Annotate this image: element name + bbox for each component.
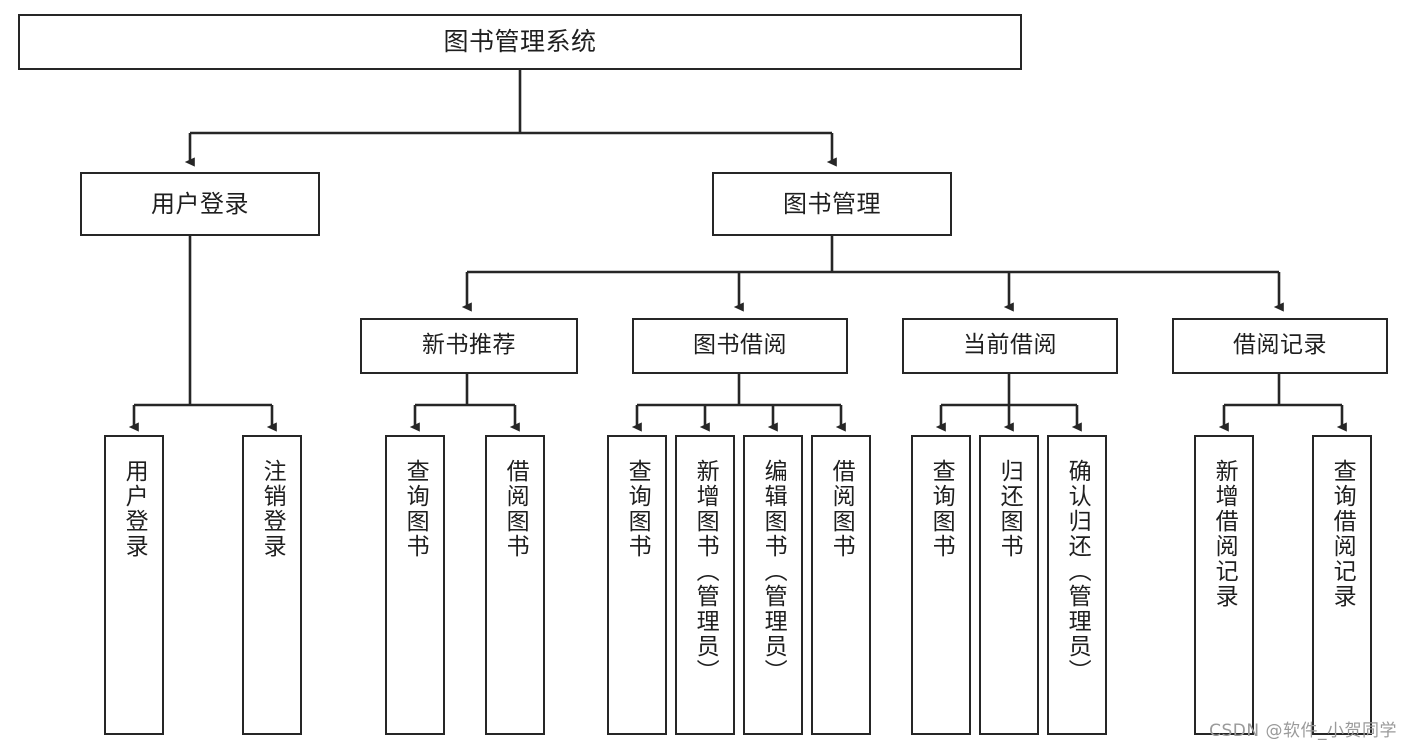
leaf-current-borrow-confirm-return-admin[interactable]: 确认归还（管理员）	[1047, 435, 1107, 735]
leaf-borrow-record-add-record[interactable]: 新增借阅记录	[1194, 435, 1254, 735]
node-label: 借阅图书	[828, 459, 855, 559]
node-label: 注销登录	[259, 459, 286, 559]
leaf-book-borrow-query-book[interactable]: 查询图书	[607, 435, 667, 735]
node-user-login[interactable]: 用户登录	[80, 172, 320, 236]
node-label: 新增图书（管理员）	[692, 459, 719, 684]
node-book-management-system[interactable]: 图书管理系统	[18, 14, 1022, 70]
leaf-book-borrow-add-book-admin[interactable]: 新增图书（管理员）	[675, 435, 735, 735]
node-label: 查询借阅记录	[1329, 459, 1356, 609]
node-label: 图书管理系统	[443, 27, 597, 56]
node-label: 查询图书	[928, 459, 955, 559]
node-current-borrow[interactable]: 当前借阅	[902, 318, 1118, 374]
node-label: 图书借阅	[693, 332, 787, 359]
node-borrow-record[interactable]: 借阅记录	[1172, 318, 1388, 374]
leaf-book-borrow-borrow-book[interactable]: 借阅图书	[811, 435, 871, 735]
leaf-current-borrow-query-book[interactable]: 查询图书	[911, 435, 971, 735]
node-label: 确认归还（管理员）	[1064, 459, 1091, 684]
leaf-user-login-login[interactable]: 用户登录	[104, 435, 164, 735]
node-label: 借阅记录	[1233, 332, 1327, 359]
node-label: 新增借阅记录	[1211, 459, 1238, 609]
node-book-borrow[interactable]: 图书借阅	[632, 318, 848, 374]
node-label: 查询图书	[624, 459, 651, 559]
node-label: 图书管理	[783, 189, 881, 218]
node-label: 借阅图书	[502, 459, 529, 559]
leaf-new-book-borrow-book[interactable]: 借阅图书	[485, 435, 545, 735]
leaf-book-borrow-edit-book-admin[interactable]: 编辑图书（管理员）	[743, 435, 803, 735]
leaf-current-borrow-return-book[interactable]: 归还图书	[979, 435, 1039, 735]
leaf-borrow-record-query-record[interactable]: 查询借阅记录	[1312, 435, 1372, 735]
node-label: 归还图书	[996, 459, 1023, 559]
node-label: 用户登录	[151, 189, 249, 218]
node-label: 当前借阅	[963, 332, 1057, 359]
leaf-new-book-query-book[interactable]: 查询图书	[385, 435, 445, 735]
node-label: 新书推荐	[422, 332, 516, 359]
node-new-book-recommend[interactable]: 新书推荐	[360, 318, 578, 374]
node-label: 编辑图书（管理员）	[760, 459, 787, 684]
node-label: 用户登录	[121, 459, 148, 559]
node-book-management[interactable]: 图书管理	[712, 172, 952, 236]
node-label: 查询图书	[402, 459, 429, 559]
csdn-watermark: CSDN @软件_小贺同学	[1209, 721, 1397, 741]
leaf-user-login-logout[interactable]: 注销登录	[242, 435, 302, 735]
